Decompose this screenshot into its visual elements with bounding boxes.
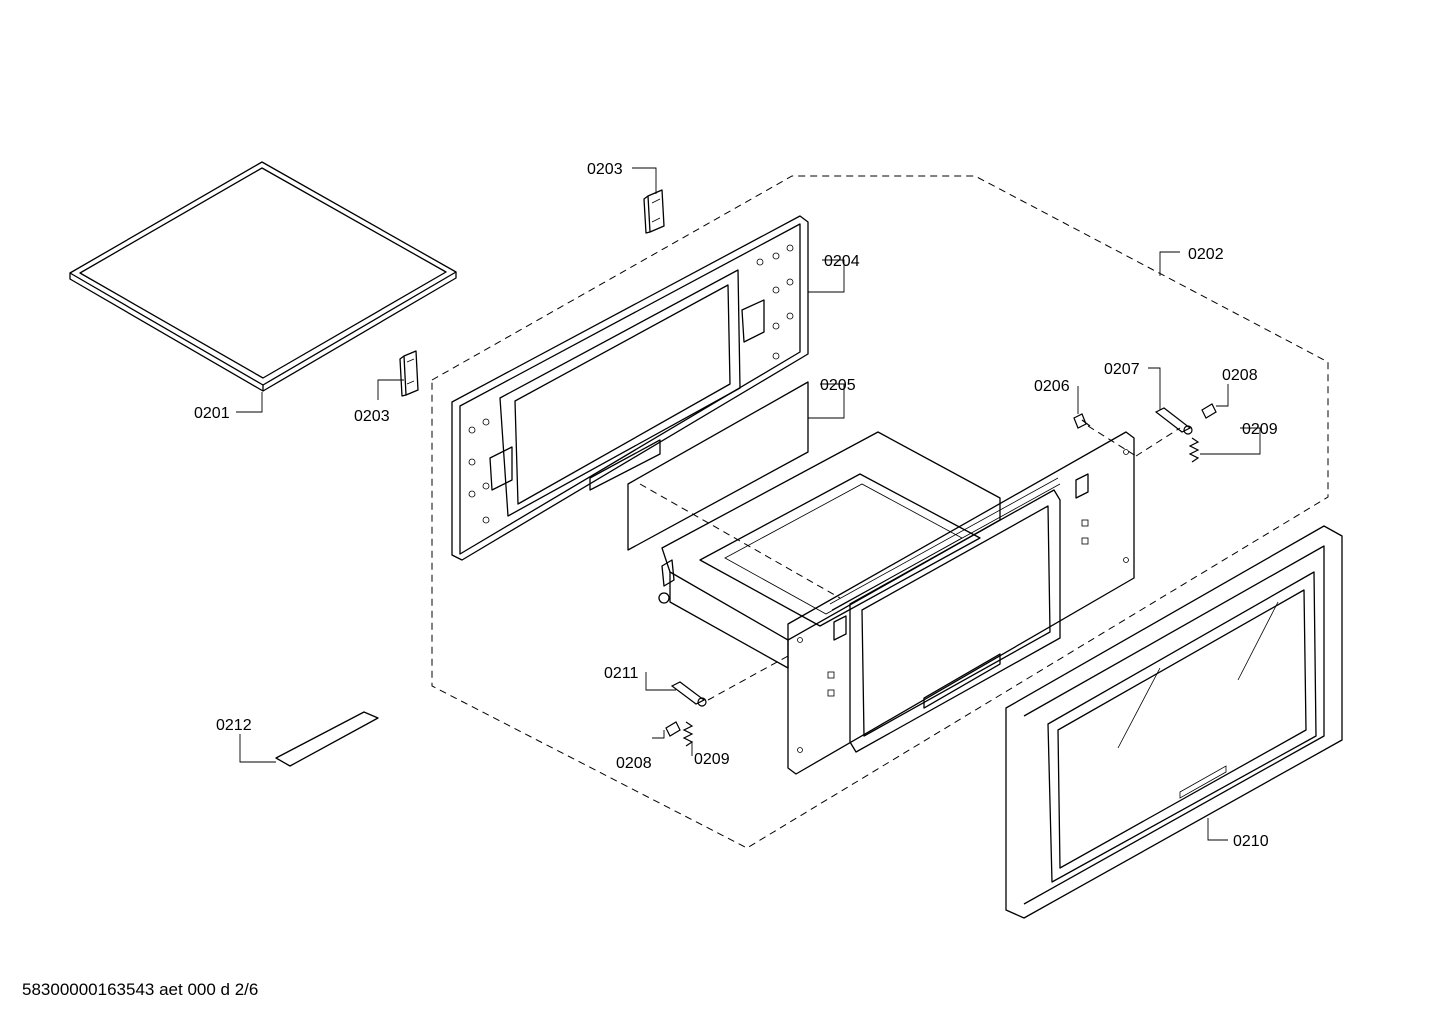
part-0212-strip <box>275 711 379 767</box>
label-0212: 0212 <box>216 717 252 734</box>
dash-0207 <box>1135 427 1181 457</box>
part-0203-clip-left <box>399 350 419 397</box>
leader-lines <box>236 167 1261 841</box>
oven-box-body <box>658 431 1001 669</box>
assembly-boundary-0202 <box>431 175 1329 849</box>
drawing-reference-footer: 58300000163543 aet 000 d 2/6 <box>22 980 259 999</box>
dash-0205-to-body <box>639 483 841 599</box>
label-0208-right: 0208 <box>1222 367 1258 384</box>
part-0201-cover-panel <box>69 161 457 392</box>
part-0209-spring-right <box>1188 437 1200 463</box>
part-0210-door <box>1005 525 1343 919</box>
dash-0206 <box>1087 425 1137 457</box>
label-0211: 0211 <box>604 665 639 682</box>
part-0204-frame-panel <box>451 215 809 561</box>
label-0208-left: 0208 <box>616 755 652 772</box>
label-0206: 0206 <box>1034 378 1070 395</box>
front-control-plate <box>787 431 1135 775</box>
part-0209-spring-left <box>682 721 694 747</box>
label-0209-right: 0209 <box>1242 421 1278 438</box>
label-0209-left: 0209 <box>694 751 730 768</box>
label-0202: 0202 <box>1188 246 1224 263</box>
part-0207-hinge <box>1154 407 1193 435</box>
dash-0211 <box>707 655 789 701</box>
part-0203-clip-top <box>643 189 665 234</box>
label-0205: 0205 <box>820 377 856 394</box>
label-0210: 0210 <box>1233 833 1269 850</box>
part-0211-hinge <box>670 681 707 707</box>
label-0201: 0201 <box>194 405 230 422</box>
label-0207: 0207 <box>1104 361 1140 378</box>
label-0203-left: 0203 <box>354 408 390 425</box>
part-0206-screw <box>1073 413 1091 429</box>
part-0208-screw-right <box>1201 403 1217 419</box>
part-0205-sheet <box>627 381 809 551</box>
part-0208-screw-left <box>665 721 681 737</box>
label-0204: 0204 <box>824 253 860 270</box>
label-0203-top: 0203 <box>587 161 623 178</box>
